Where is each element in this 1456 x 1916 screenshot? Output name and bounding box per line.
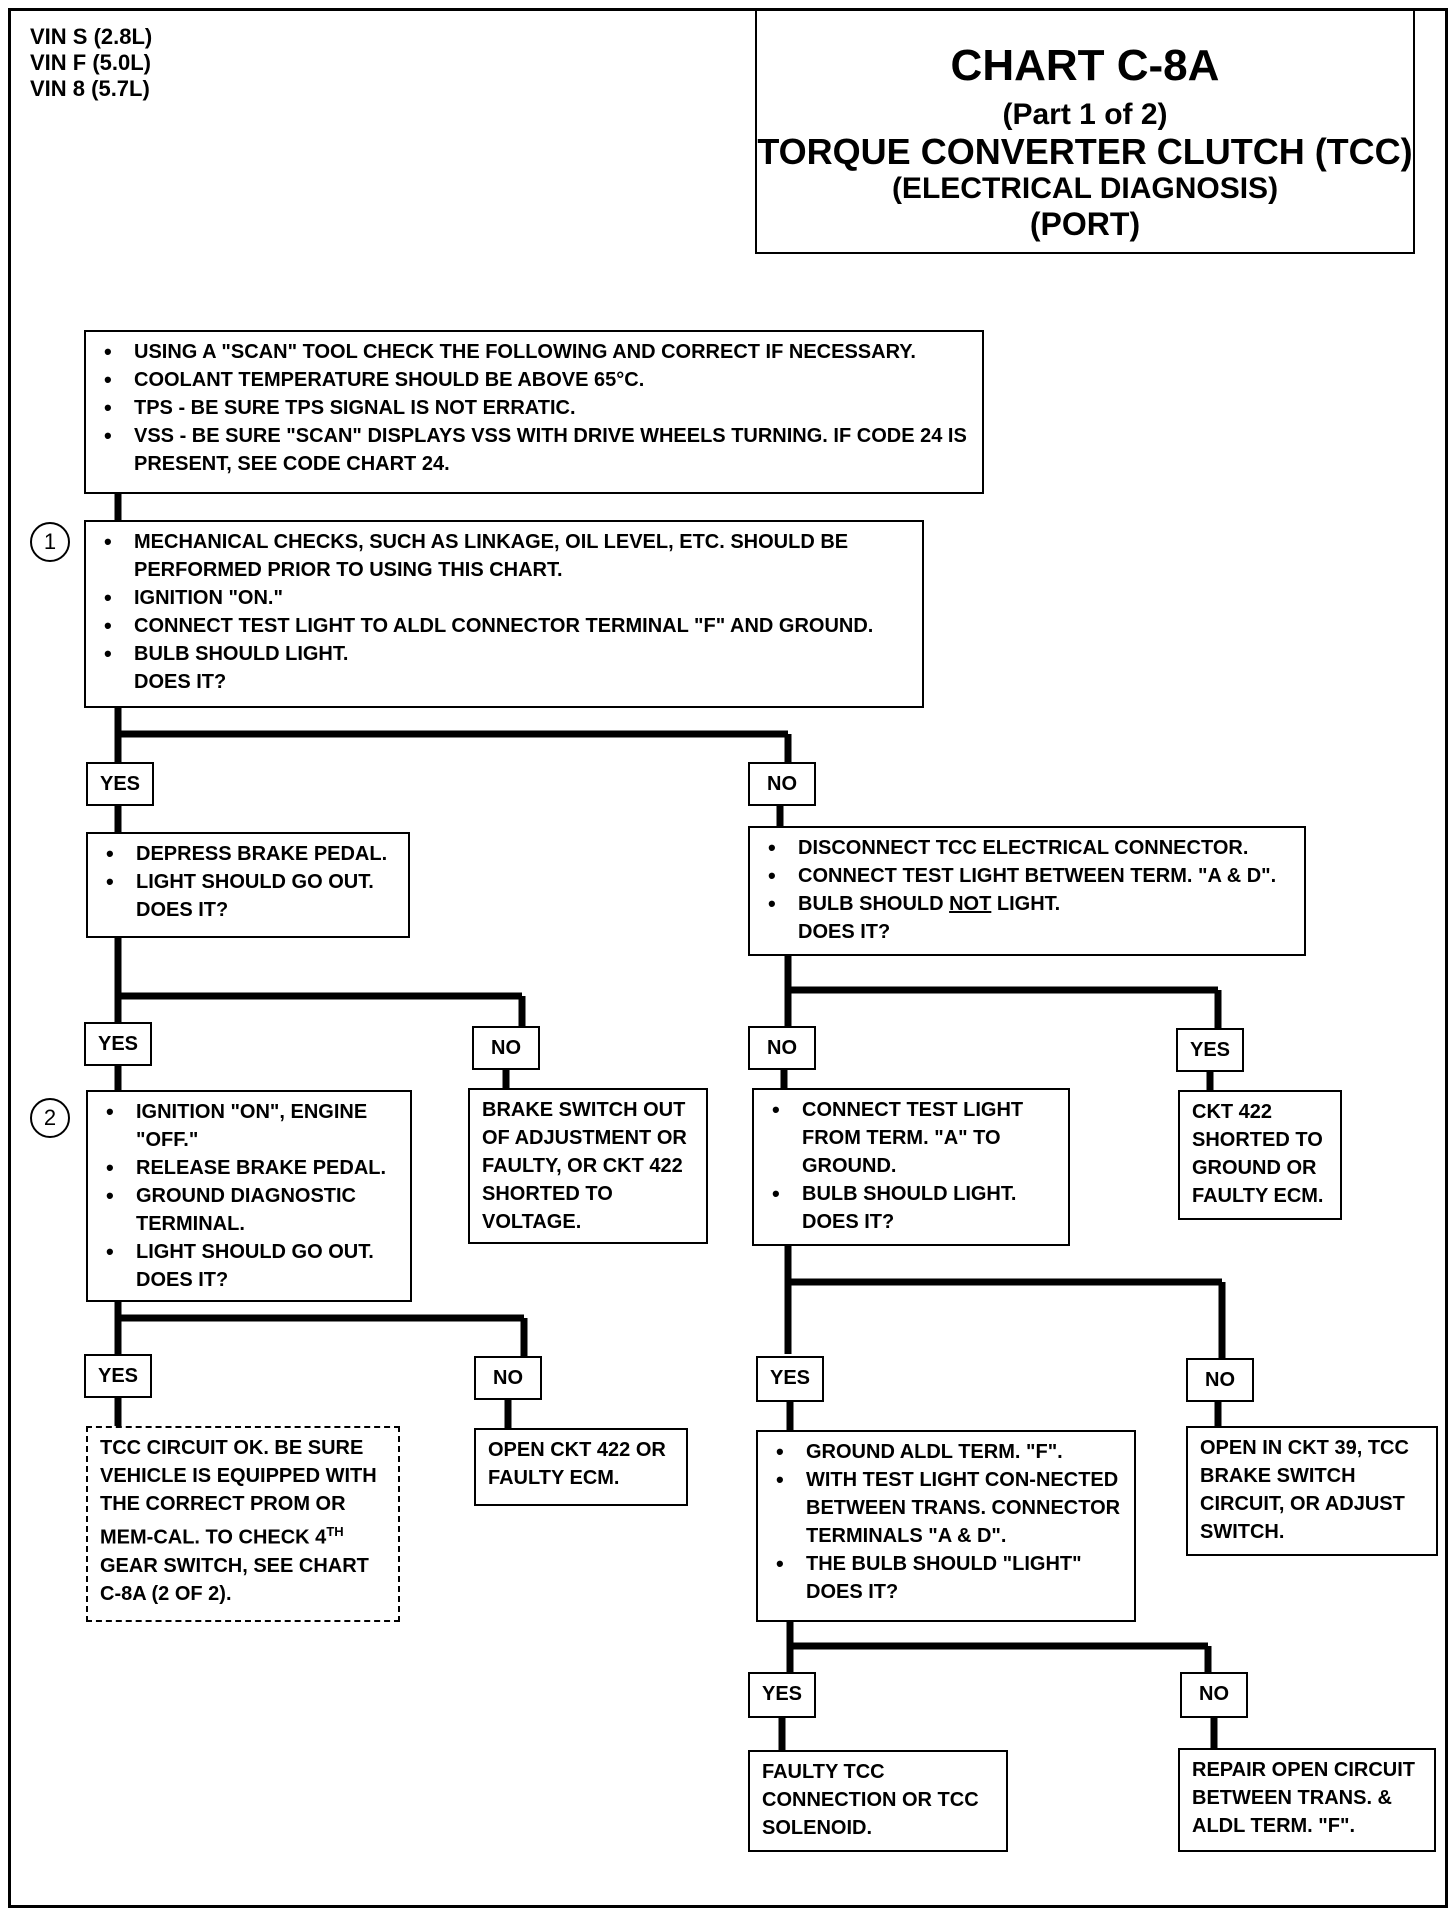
text-part: BULB SHOULD [798, 893, 950, 915]
ckt422-ground-result-box: CKT 422 SHORTED TO GROUND OR FAULTY ECM. [1178, 1090, 1342, 1220]
step-marker-2: 2 [30, 1098, 70, 1138]
question-text: DOES IT? [134, 671, 227, 693]
list-item: IGNITION "ON", ENGINE "OFF." [106, 1098, 398, 1154]
list-item: LIGHT SHOULD GO OUT. [106, 868, 396, 896]
result-text: CKT 422 SHORTED TO GROUND OR FAULTY ECM. [1192, 1101, 1324, 1207]
list-item: BULB SHOULD LIGHT. [104, 640, 910, 668]
list-item: DEPRESS BRAKE PEDAL. [106, 840, 396, 868]
label-no: NO [748, 1026, 816, 1070]
tcc-ok-result-box: TCC CIRCUIT OK. BE SURE VEHICLE IS EQUIP… [86, 1426, 400, 1622]
result-text: FAULTY TCC CONNECTION OR TCC SOLENOID. [762, 1761, 979, 1839]
label-yes: YES [86, 762, 154, 806]
vin-line: VIN F (5.0L) [30, 50, 152, 75]
label-no: NO [1180, 1672, 1248, 1718]
chart-port: (PORT) [1029, 206, 1141, 242]
vin-line: VIN 8 (5.7L) [30, 76, 150, 101]
page-border [8, 8, 1448, 1908]
list-item: CONNECT TEST LIGHT BETWEEN TERM. "A & D"… [768, 862, 1292, 890]
list-item: GROUND ALDL TERM. "F". [776, 1438, 1122, 1466]
label-no: NO [1186, 1358, 1254, 1402]
label-yes: YES [84, 1354, 152, 1398]
list-item: TPS - BE SURE TPS SIGNAL IS NOT ERRATIC. [104, 394, 970, 422]
list-item: VSS - BE SURE "SCAN" DISPLAYS VSS WITH D… [104, 422, 970, 478]
vin-line: VIN S (2.8L) [30, 24, 153, 49]
result-text: OPEN CKT 422 OR FAULTY ECM. [488, 1439, 666, 1489]
list-item: BULB SHOULD LIGHT. [772, 1180, 1056, 1208]
result-text: TCC CIRCUIT OK. BE SURE VEHICLE IS EQUIP… [100, 1434, 386, 1608]
repair-open-result-box: REPAIR OPEN CIRCUIT BETWEEN TRANS. & ALD… [1178, 1748, 1436, 1852]
open-ckt422-result-box: OPEN CKT 422 OR FAULTY ECM. [474, 1428, 688, 1506]
question-text: DOES IT? [798, 921, 891, 943]
question-text: DOES IT? [806, 1581, 899, 1603]
chart-title-box: CHART C-8A (Part 1 of 2) TORQUE CONVERTE… [755, 8, 1415, 254]
label-yes: YES [1176, 1028, 1244, 1072]
brake-switch-result-box: BRAKE SWITCH OUT OF ADJUSTMENT OR FAULTY… [468, 1088, 708, 1244]
label-no: NO [474, 1356, 542, 1400]
result-text: BRAKE SWITCH OUT OF ADJUSTMENT OR FAULTY… [482, 1099, 687, 1233]
label-no: NO [472, 1026, 540, 1070]
label-yes: YES [748, 1672, 816, 1718]
chart-subtitle: (ELECTRICAL DIAGNOSIS) [891, 172, 1279, 205]
list-item: IGNITION "ON." [104, 584, 910, 612]
list-item: MECHANICAL CHECKS, SUCH AS LINKAGE, OIL … [104, 528, 910, 584]
question-text: DOES IT? [136, 1269, 229, 1291]
underlined-text: NOT [949, 893, 992, 915]
list-item: CONNECT TEST LIGHT FROM TERM. "A" TO GRO… [772, 1096, 1056, 1180]
chart-part: (Part 1 of 2) [1002, 98, 1168, 131]
ground-aldl-box: GROUND ALDL TERM. "F". WITH TEST LIGHT C… [756, 1430, 1136, 1622]
superscript-text: TH [326, 1524, 344, 1539]
connect-term-a-box: CONNECT TEST LIGHT FROM TERM. "A" TO GRO… [752, 1088, 1070, 1246]
text-part: LIGHT. [991, 893, 1061, 915]
faulty-tcc-result-box: FAULTY TCC CONNECTION OR TCC SOLENOID. [748, 1750, 1008, 1852]
question-text: DOES IT? [802, 1211, 895, 1233]
chart-title: CHART C-8A [950, 41, 1220, 90]
depress-brake-box: DEPRESS BRAKE PEDAL. LIGHT SHOULD GO OUT… [86, 832, 410, 938]
open-ckt39-result-box: OPEN IN CKT 39, TCC BRAKE SWITCH CIRCUIT… [1186, 1426, 1438, 1556]
list-item: BULB SHOULD NOT LIGHT. [768, 890, 1292, 918]
label-yes: YES [756, 1356, 824, 1402]
ignition-check-box: IGNITION "ON", ENGINE "OFF." RELEASE BRA… [86, 1090, 412, 1302]
scan-check-box: USING A "SCAN" TOOL CHECK THE FOLLOWING … [84, 330, 984, 494]
list-item: GROUND DIAGNOSTIC TERMINAL. [106, 1182, 398, 1238]
result-text: OPEN IN CKT 39, TCC BRAKE SWITCH CIRCUIT… [1200, 1437, 1409, 1543]
list-item: CONNECT TEST LIGHT TO ALDL CONNECTOR TER… [104, 612, 910, 640]
mechanical-check-box: MECHANICAL CHECKS, SUCH AS LINKAGE, OIL … [84, 520, 924, 708]
label-no: NO [748, 762, 816, 806]
list-item: LIGHT SHOULD GO OUT. [106, 1238, 398, 1266]
text-part: GEAR SWITCH, SEE CHART C-8A (2 OF 2). [100, 1554, 369, 1605]
question-text: DOES IT? [136, 899, 229, 921]
list-item: COOLANT TEMPERATURE SHOULD BE ABOVE 65°C… [104, 366, 970, 394]
label-yes: YES [84, 1022, 152, 1066]
vin-list: VIN S (2.8L) VIN F (5.0L) VIN 8 (5.7L) [30, 24, 152, 102]
step-marker-1: 1 [30, 522, 70, 562]
chart-name: TORQUE CONVERTER CLUTCH (TCC) [757, 131, 1413, 172]
list-item: THE BULB SHOULD "LIGHT" [776, 1550, 1122, 1578]
list-item: USING A "SCAN" TOOL CHECK THE FOLLOWING … [104, 338, 970, 366]
list-item: WITH TEST LIGHT CON-NECTED BETWEEN TRANS… [776, 1466, 1122, 1550]
result-text: REPAIR OPEN CIRCUIT BETWEEN TRANS. & ALD… [1192, 1759, 1415, 1837]
disconnect-tcc-box: DISCONNECT TCC ELECTRICAL CONNECTOR. CON… [748, 826, 1306, 956]
text-part: TCC CIRCUIT OK. BE SURE VEHICLE IS EQUIP… [100, 1437, 377, 1549]
list-item: DISCONNECT TCC ELECTRICAL CONNECTOR. [768, 834, 1292, 862]
list-item: RELEASE BRAKE PEDAL. [106, 1154, 398, 1182]
